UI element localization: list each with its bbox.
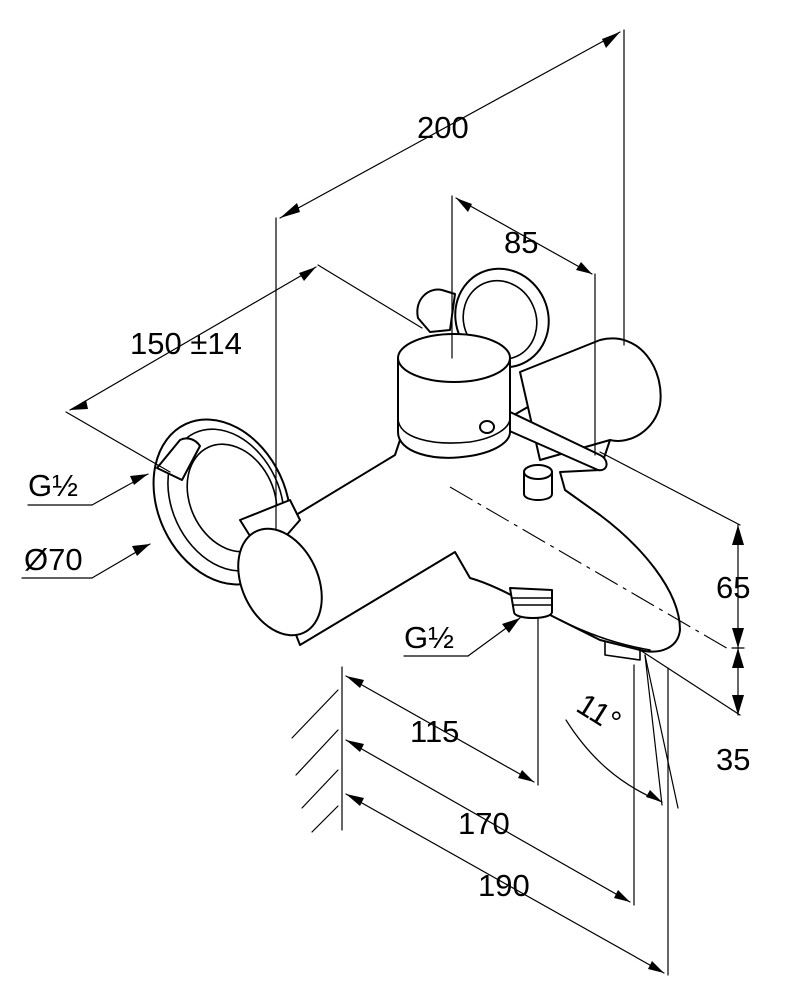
wall-hatch-icon (291, 666, 343, 833)
faucet-body (152, 267, 731, 661)
dim-connector-distance: 115 (410, 714, 459, 749)
dim-tip-distance: 190 (478, 868, 530, 903)
dim-inlet-thread: G½ (28, 468, 78, 503)
dim-spout-height: 65 (716, 570, 750, 605)
dim-handle-offset: 85 (504, 225, 538, 260)
cartridge-cylinder (397, 333, 511, 459)
dim-spout-outlet-height: 35 (716, 742, 750, 777)
lever-handle (479, 399, 608, 472)
dim-outlet-thread: G½ (404, 620, 454, 655)
dim-overall-length: 200 (417, 110, 469, 145)
dim-rosette-diameter: Ø70 (24, 542, 83, 577)
diverter-knob (523, 464, 553, 501)
dim-spout-angle: 11° (571, 686, 627, 739)
outlet-connector (509, 587, 553, 619)
axis-line (449, 486, 731, 651)
dimension-lines (21, 29, 745, 976)
end-cap (237, 499, 323, 637)
dim-centre-distance: 150 ±14 (130, 326, 242, 361)
arrowhead-icon (70, 32, 744, 973)
mixer-body (257, 399, 681, 653)
dim-outlet-distance: 170 (458, 806, 510, 841)
